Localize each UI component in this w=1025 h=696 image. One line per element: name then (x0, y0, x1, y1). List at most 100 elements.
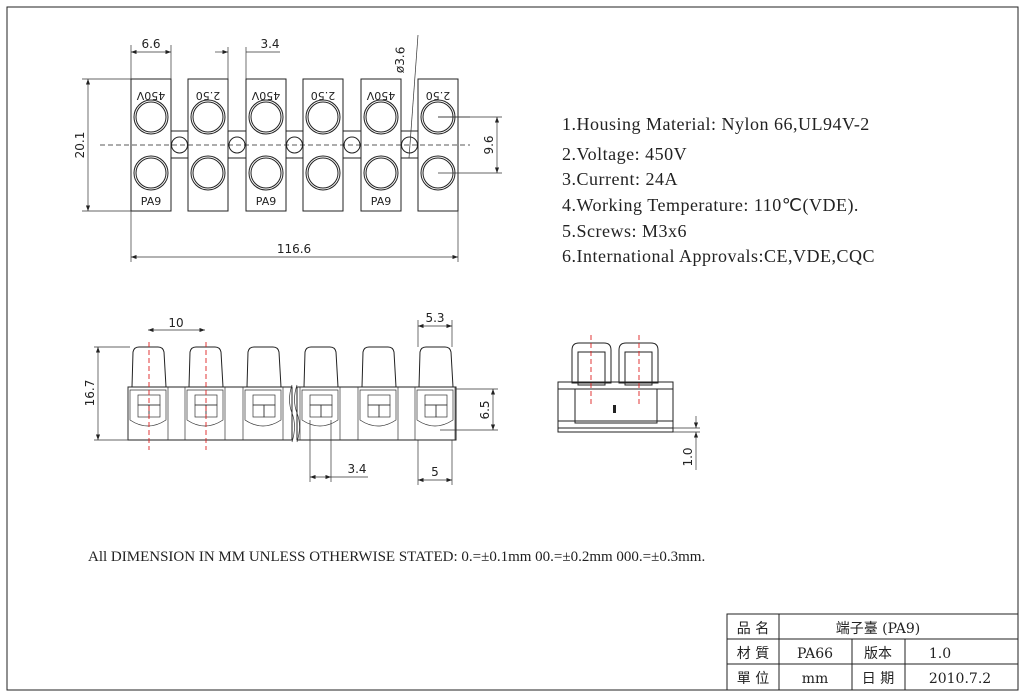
screw-cap (188, 346, 224, 388)
title-block: 品 名 端子臺 (PA9) 材 質 PA66 版本 1.0 單 位 mm 日 期… (726, 613, 1019, 691)
screw-cap (361, 346, 397, 388)
spec-item: 1.Housing Material: Nylon 66,UL94V-2 (562, 114, 870, 134)
screw-housing-right (618, 342, 659, 384)
clamp-outline (359, 389, 397, 427)
screw-hole-inner (250, 157, 282, 189)
clamp-plate (309, 394, 333, 406)
side-view (127, 342, 457, 450)
clamp-outline (129, 389, 167, 427)
screw-left (577, 351, 606, 386)
bridge (342, 130, 362, 159)
wire-slot (194, 404, 207, 418)
unit-label: 單 位 (737, 671, 769, 687)
clamp-outline (301, 389, 339, 427)
wire-slot (205, 404, 218, 418)
terminal-block (417, 78, 459, 212)
clamp-outline (416, 389, 454, 427)
material-value: PA66 (797, 646, 833, 662)
screw-hole-inner (135, 101, 167, 133)
bridge (227, 130, 247, 159)
side-view-dimensions: 10 16.7 5.3 6.5 3.4 5 (83, 311, 498, 485)
screw-hole-outer (305, 99, 341, 135)
dim-cap-width: 5.3 (425, 311, 444, 325)
clamp-plate (367, 394, 391, 406)
block-rating-label: 2.50 (311, 89, 336, 102)
clamp-outline (244, 389, 282, 427)
screw-cap (303, 346, 339, 388)
section-view: 1.0 (557, 335, 700, 470)
screw-hole-outer (248, 155, 284, 191)
dim-gap: 3.4 (260, 37, 279, 51)
screw-hole-inner (307, 157, 339, 189)
wire-slot (252, 404, 265, 418)
screw-cap (131, 346, 167, 388)
block-rating-label: 2.50 (196, 89, 221, 102)
wire-slot (378, 404, 391, 418)
wire-slot (263, 404, 276, 418)
dim-total-length: 116.6 (277, 242, 311, 256)
wire-slot (367, 404, 380, 418)
block-model-label: PA9 (256, 195, 276, 208)
dim-pitch: 10 (168, 316, 183, 330)
screw-hole-inner (192, 157, 224, 189)
date-label: 日 期 (862, 671, 894, 687)
section-cavity (574, 388, 658, 424)
block-model-label: PA9 (141, 195, 161, 208)
block-rating-label: 450V (366, 89, 395, 102)
screw-hole-outer (363, 99, 399, 135)
unit-value: mm (802, 671, 829, 687)
screw-hole-outer (363, 155, 399, 191)
dim-body-height: 6.5 (478, 400, 492, 419)
screw-hole-inner (250, 101, 282, 133)
dim-body-width: 5 (431, 465, 439, 479)
contact-pin (613, 405, 616, 413)
screw-cap (418, 346, 454, 388)
block-rating-label: 2.50 (426, 89, 451, 102)
clamp-plate (252, 394, 276, 406)
wire-slot (309, 404, 322, 418)
screw-hole-outer (133, 99, 169, 135)
tolerance-note: All DIMENSION IN MM UNLESS OTHERWISE STA… (88, 549, 705, 565)
screw-hole-inner (365, 157, 397, 189)
name-label: 品 名 (737, 621, 769, 637)
top-view-dimensions: 6.6 3.4 20.1 116.6 ø3.6 9.6 (73, 34, 502, 262)
dim-hole-diameter: ø3.6 (393, 46, 408, 73)
version-label: 版本 (864, 646, 892, 662)
spec-item: 6.International Approvals:CE,VDE,CQC (562, 246, 875, 266)
screw-hole-inner (192, 101, 224, 133)
spec-item: 2.Voltage: 450V (562, 144, 687, 164)
screw-hole-inner (307, 101, 339, 133)
wire-slot (320, 404, 333, 418)
screw-hole-outer (133, 155, 169, 191)
side-body-right (296, 386, 457, 441)
screw-hole-outer (248, 99, 284, 135)
clamp-outline (186, 389, 224, 427)
material-label: 材 質 (737, 646, 769, 662)
leader-line (408, 34, 419, 159)
dim-block-width: 6.6 (141, 37, 160, 51)
wire-slot (424, 404, 437, 418)
spec-item: 5.Screws: M3x6 (562, 221, 687, 241)
screw-housing-left (571, 342, 612, 384)
dim-base-thickness: 1.0 (681, 447, 695, 466)
bridge (170, 130, 189, 159)
version-value: 1.0 (929, 646, 951, 662)
screw-hole-outer (305, 155, 341, 191)
screw-right (624, 351, 653, 386)
dim-height: 20.1 (73, 132, 87, 159)
screw-cap (246, 346, 282, 388)
dim-side-height: 16.7 (83, 380, 97, 407)
clamp-plate (424, 394, 448, 406)
screw-hole-outer (190, 155, 226, 191)
wire-slot (137, 404, 150, 418)
name-value: 端子臺 (PA9) (836, 621, 921, 637)
section-base (557, 420, 674, 429)
wire-slot (148, 404, 161, 418)
block-rating-label: 450V (251, 89, 280, 102)
block-rating-label: 450V (136, 89, 165, 102)
dim-side-gap: 3.4 (347, 462, 366, 476)
date-value: 2010.7.2 (929, 671, 991, 687)
screw-hole-outer (190, 99, 226, 135)
